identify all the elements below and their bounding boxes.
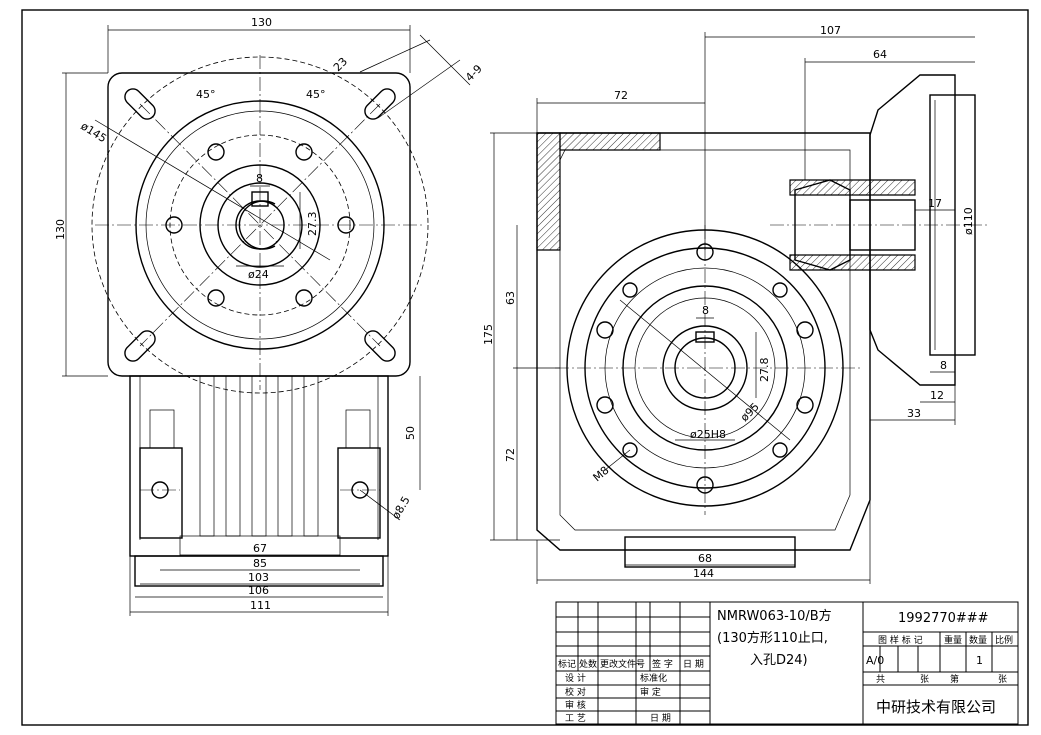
rib <box>277 375 293 537</box>
dim-63: 63 <box>504 291 517 305</box>
dim-foot-hole: ø8.5 <box>389 494 412 521</box>
dim-106: 106 <box>248 584 269 597</box>
dim-slot: 23 <box>331 55 350 74</box>
rev-h-mark: 标记 <box>558 658 576 670</box>
dim-input-dia: ø110 <box>962 207 975 235</box>
output-bolt <box>596 321 614 339</box>
dim-67: 67 <box>253 542 267 555</box>
worm-nut <box>794 179 851 271</box>
dim-8-spigot: 8 <box>940 359 947 372</box>
drawing-frame <box>21 9 1029 726</box>
title-line-1: NMRW063-10/B方 <box>717 608 832 624</box>
base-foot-right <box>624 536 796 568</box>
label-design: 设 计 <box>565 672 586 684</box>
rev-h-doc: 更改文件号 <box>600 658 645 670</box>
label-audit: 审 核 <box>565 699 586 711</box>
rev-h-count: 处数 <box>579 658 597 670</box>
dim-64: 64 <box>873 48 887 61</box>
rev-h-sign: 签 字 <box>652 658 673 670</box>
dim-72-left: 72 <box>504 448 517 462</box>
output-bolt <box>622 282 638 298</box>
col-qty: 数量 <box>969 634 987 646</box>
left-view: 130 130 ø145 45° 45° 23 4-9 8 27.3 ø24 5… <box>54 16 485 616</box>
foot-pocket <box>149 409 175 449</box>
dim-85: 85 <box>253 557 267 570</box>
hatched-wall <box>536 132 561 251</box>
dim-pcd: ø95 <box>738 400 762 424</box>
rib <box>225 375 241 537</box>
label-process: 工 艺 <box>565 713 586 724</box>
foot-left <box>139 447 183 539</box>
total-label: 共 <box>876 674 885 685</box>
sheet-label-1: 张 <box>920 674 929 685</box>
bolt-hole <box>295 143 313 161</box>
mark-value: A/0 <box>866 654 884 667</box>
dim-bore: ø24 <box>248 268 269 281</box>
foot-right <box>337 447 381 539</box>
dim-bore-right: ø25H8 <box>690 428 726 441</box>
dim-12: 12 <box>930 389 944 402</box>
right-view: 107 64 72 175 63 72 ø110 17 8 12 33 8 27… <box>482 24 990 584</box>
dim-keyway-right: 8 <box>702 304 709 317</box>
input-bore-hatched <box>789 179 916 196</box>
base-body <box>129 375 389 557</box>
title-line-2: (130方形110止口, <box>717 630 828 646</box>
dim-27-8: 27.8 <box>758 358 771 383</box>
col-mark: 图 样 标 记 <box>878 634 923 646</box>
output-bolt <box>772 282 788 298</box>
col-scale: 比例 <box>995 634 1013 646</box>
dim-130-left: 130 <box>54 219 67 240</box>
output-bolt <box>796 321 814 339</box>
input-bore-hatched-2 <box>789 254 916 271</box>
output-bolt <box>622 442 638 458</box>
hatched-wall-2 <box>559 132 661 151</box>
page-label: 第 <box>950 673 959 685</box>
sheet-label-2: 张 <box>998 674 1007 685</box>
input-flange <box>869 74 956 386</box>
dim-175: 175 <box>482 324 495 345</box>
dim-17: 17 <box>928 197 942 210</box>
bolt-circle-dashed <box>91 56 429 394</box>
label-review: 审 定 <box>640 686 661 698</box>
rib <box>199 375 215 537</box>
foot-pocket <box>345 409 371 449</box>
corner-slot <box>124 330 156 362</box>
dim-key-depth: 27.3 <box>306 212 319 237</box>
label-check: 校 对 <box>565 686 586 698</box>
output-bolt <box>596 396 614 414</box>
label-standard: 标准化 <box>640 672 667 684</box>
dim-130-top: 130 <box>251 16 272 29</box>
dim-111: 111 <box>250 599 271 612</box>
base-web <box>179 535 341 557</box>
bolt-hole <box>207 143 225 161</box>
company-name: 中研技术有限公司 <box>876 698 996 716</box>
bolt-hole <box>295 289 313 307</box>
label-date: 日 期 <box>650 713 671 724</box>
output-bolt <box>772 442 788 458</box>
title-line-3: 入孔D24) <box>750 653 808 668</box>
col-weight: 重量 <box>944 634 962 646</box>
title-block: 标记 处数 更改文件号 签 字 日 期 设 计 标准化 校 对 审 定 审 核 … <box>555 601 1019 725</box>
rib <box>303 375 319 537</box>
dim-keyway: 8 <box>256 172 263 185</box>
dim-107: 107 <box>820 24 841 37</box>
output-bolt <box>796 396 814 414</box>
drawing-number: 1992770### <box>898 611 989 626</box>
dim-angle-b: 45° <box>306 88 326 101</box>
dim-72-top: 72 <box>614 89 628 102</box>
dim-angle-a: 45° <box>196 88 216 101</box>
dim-base-height: 50 <box>404 426 417 440</box>
rev-h-date: 日 期 <box>683 659 704 670</box>
dim-33: 33 <box>907 407 921 420</box>
rib <box>251 375 267 537</box>
dim-103: 103 <box>248 571 269 584</box>
dim-68: 68 <box>698 552 712 565</box>
dim-144: 144 <box>693 567 714 580</box>
dim-bolt-circle: ø145 <box>78 120 108 146</box>
bolt-hole <box>207 289 225 307</box>
qty-value: 1 <box>976 654 983 667</box>
